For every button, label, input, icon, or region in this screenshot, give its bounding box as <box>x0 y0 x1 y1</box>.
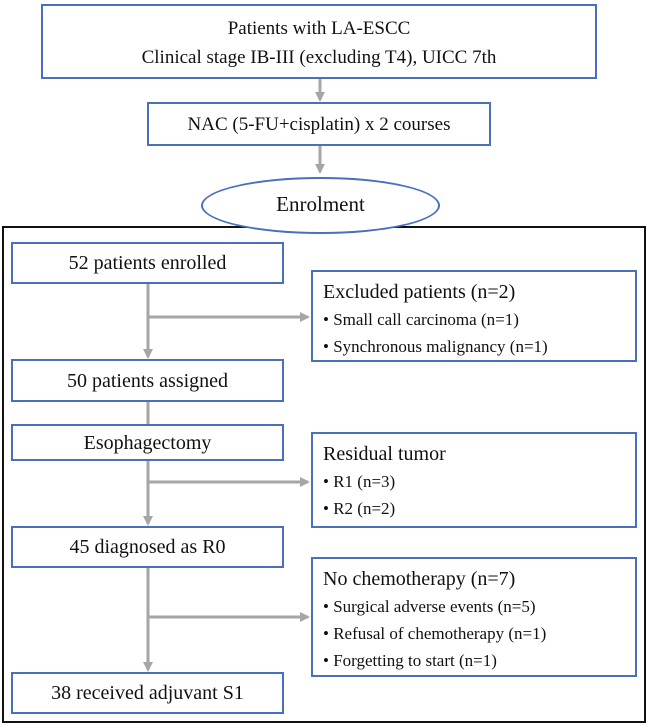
excluded-item: • Small call carcinoma (n=1) <box>323 310 519 329</box>
nochemo-item: • Forgetting to start (n=1) <box>323 651 497 670</box>
excluded-title: Excluded patients (n=2) <box>323 281 516 303</box>
r0-label: 45 diagnosed as R0 <box>69 536 226 558</box>
residual-item: • R1 (n=3) <box>323 472 396 491</box>
excluded-box: Excluded patients (n=2) • Small call car… <box>311 270 637 362</box>
assigned-label: 50 patients assigned <box>66 370 229 392</box>
residual-box: Residual tumor • R1 (n=3) • R2 (n=2) <box>311 432 637 528</box>
adjuvant-label: 38 received adjuvant S1 <box>51 682 244 704</box>
nochemo-item: • Refusal of chemotherapy (n=1) <box>323 624 547 643</box>
enrolled-label: 52 patients enrolled <box>68 252 227 274</box>
r0-box: 45 diagnosed as R0 <box>11 526 284 568</box>
residual-item: • R2 (n=2) <box>323 499 396 518</box>
assigned-box: 50 patients assigned <box>11 359 284 402</box>
residual-title: Residual tumor <box>323 443 446 465</box>
excluded-item: • Synchronous malignancy (n=1) <box>323 337 548 356</box>
enrolled-box: 52 patients enrolled <box>11 242 284 284</box>
patients-line-2: Clinical stage IB-III (excluding T4), UI… <box>141 47 497 68</box>
nochemo-item: • Surgical adverse events (n=5) <box>323 597 536 616</box>
esophagectomy-box: Esophagectomy <box>11 424 284 461</box>
nochemo-title: No chemotherapy (n=7) <box>323 568 516 590</box>
nochemo-box: No chemotherapy (n=7) • Surgical adverse… <box>311 557 637 677</box>
nac-label: NAC (5-FU+cisplatin) x 2 courses <box>187 114 451 135</box>
nac-box: NAC (5-FU+cisplatin) x 2 courses <box>147 102 491 146</box>
esophagectomy-label: Esophagectomy <box>83 432 212 454</box>
patients-box: Patients with LA-ESCC Clinical stage IB-… <box>41 4 597 79</box>
enrolment-ellipse: Enrolment <box>201 177 440 234</box>
adjuvant-box: 38 received adjuvant S1 <box>11 672 284 714</box>
patients-line-1: Patients with LA-ESCC <box>227 18 411 39</box>
enrolment-label: Enrolment <box>276 192 365 216</box>
